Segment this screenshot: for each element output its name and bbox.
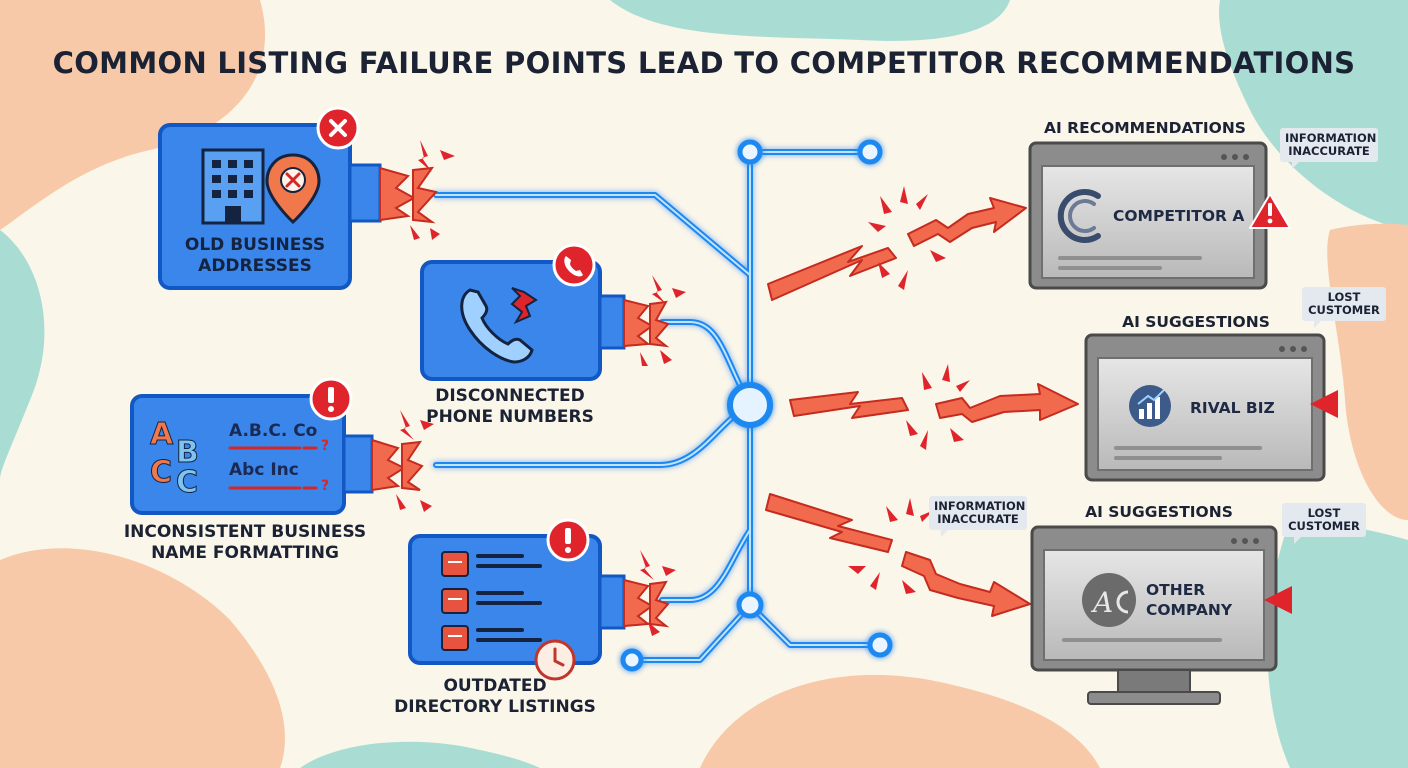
pointer-arrow-icon [1310,390,1338,418]
panel-title-recommendations: AI RECOMMENDATIONS [1044,119,1246,137]
brand-line: OTHER [1146,581,1206,599]
network-wires [433,149,883,663]
callout-lost-customer: LOST CUSTOMER [1302,287,1386,328]
panel-title-suggestions: AI SUGGESTIONS [1085,503,1233,521]
ac-logo-icon: A [1082,573,1136,627]
monitor-competitor-a [1028,141,1291,290]
callout-information-inaccurate: INFORMATION INACCURATE [929,496,1027,537]
broken-arrow-to-other-company [765,493,1031,617]
broken-arrows [765,186,1079,617]
brand-rival-biz: RIVAL BIZ [1190,399,1275,417]
card-old-addresses [158,106,438,290]
location-pin-x-icon [265,153,321,225]
card-inconsistent-name: A B C C [130,377,424,515]
card-disconnected-phone [420,243,670,381]
label-line: OUTDATED [443,676,547,696]
brand-line: COMPANY [1146,601,1233,619]
growth-chart-logo-icon [1129,385,1171,427]
label-line: OLD BUSINESS [184,235,326,255]
svg-text:C: C [150,455,172,490]
question-mark: ? [321,438,330,454]
monitor-stand [1087,691,1221,705]
label-line: PHONE NUMBERS [426,407,594,427]
network-nodes [620,139,893,672]
callout-information-inaccurate: INFORMATION INACCURATE [1280,128,1378,169]
pointer-arrow-icon [1264,586,1292,614]
wire-address [433,149,873,278]
svg-text:C: C [176,465,198,500]
callout-lost-customer: LOST CUSTOMER [1282,503,1366,544]
network-hub [727,382,773,428]
network-node [867,632,893,658]
question-mark: ? [321,478,330,494]
card-label-old-addresses: OLD BUSINESS ADDRESSES [160,235,350,277]
phone-icon [552,243,596,287]
spark-marks [396,140,686,636]
broken-arrow-to-competitor-a [767,186,1027,301]
abc-letters-icon: A B C C [150,417,200,501]
monitor-other-company: A [1030,525,1292,705]
monitor-neck [1117,669,1191,693]
broken-plug-icon [623,578,654,628]
network-node [620,648,644,672]
broken-plug-icon [623,298,654,348]
broken-plug-icon [371,438,407,492]
panel-title-suggestions: AI SUGGESTIONS [1122,313,1270,331]
label-line: NAME FORMATTING [151,543,339,563]
network-node [857,139,883,165]
page-title: COMMON LISTING FAILURE POINTS LEAD TO CO… [52,46,1356,80]
brand-other-company: OTHER COMPANY [1146,580,1232,620]
directory-list-icon [441,551,542,651]
card-plug [598,574,626,630]
card-label-disconnected-phone: DISCONNECTED PHONE NUMBERS [400,386,620,428]
network-node [736,591,764,619]
broken-phone-icon [460,287,538,364]
broken-plug-icon [379,166,417,222]
network-node [737,139,763,165]
svg-text:B: B [176,435,199,470]
exclamation-icon [309,377,353,421]
label-line: DISCONNECTED [435,386,585,406]
competitor-logo-icon [1057,189,1101,243]
name-variant-underlines [228,446,318,490]
label-line: ADDRESSES [198,256,312,276]
card-label-inconsistent-name: INCONSISTENT BUSINESS NAME FORMATTING [110,522,380,564]
card-label-outdated-directory: OUTDATED DIRECTORY LISTINGS [380,676,610,718]
wire-directory [659,527,753,603]
label-line: DIRECTORY LISTINGS [394,697,596,717]
name-variant-1: A.B.C. Co [229,421,318,441]
broken-arrow-to-rival-biz [789,364,1079,450]
svg-text:A: A [1090,586,1113,619]
card-outdated-directory [408,518,670,681]
label-line: INCONSISTENT BUSINESS [123,522,367,542]
building-icon [201,148,265,225]
exclamation-icon [546,518,590,562]
card-plug [342,434,374,494]
x-mark-icon [316,106,360,150]
monitor-rival-biz [1084,333,1338,482]
card-plug [348,163,382,223]
brand-competitor-a: COMPETITOR A [1113,207,1245,225]
clock-icon [534,639,576,681]
svg-text:A: A [150,417,174,452]
card-plug [598,294,626,350]
warning-triangle-icon [1249,193,1291,229]
name-variant-2: Abc Inc [229,460,299,480]
